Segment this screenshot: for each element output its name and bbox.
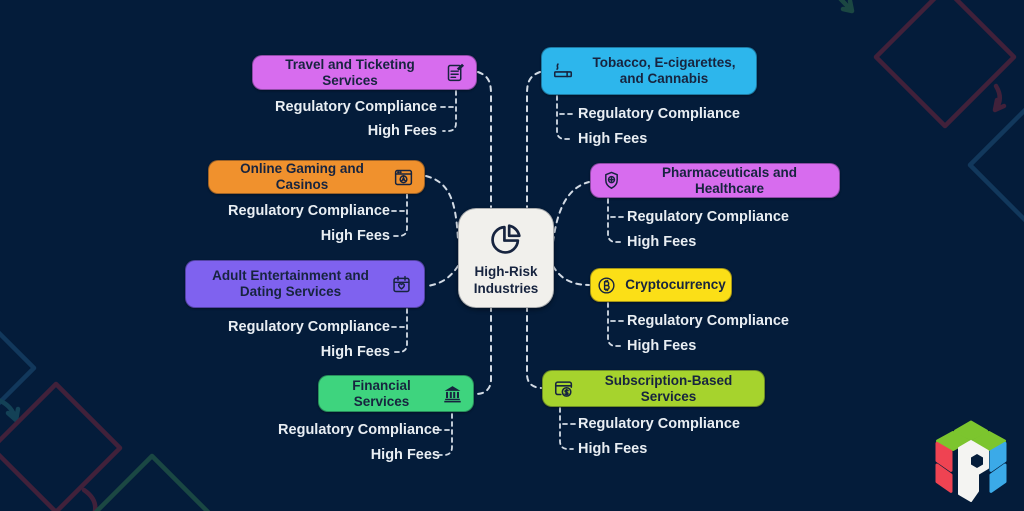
node-pharmaceuticals-healthcare[interactable]: Pharmaceuticals and Healthcare	[590, 163, 840, 198]
sub-item[interactable]: High Fees	[370, 447, 440, 463]
deco-red-diamond	[873, 0, 1017, 129]
hook-tobacco	[556, 95, 574, 140]
link-subscription	[526, 305, 542, 389]
link-tobacco	[526, 71, 541, 208]
center-node-label: High-Risk Industries	[473, 263, 539, 296]
subscription-browser-icon	[553, 378, 575, 400]
node-label: Pharmaceuticals and Healthcare	[661, 164, 798, 196]
sub-item[interactable]: High Fees	[627, 234, 697, 250]
deco-red-arrow-2	[81, 487, 98, 511]
calendar-heart-icon	[391, 274, 412, 295]
ticket-document-icon	[445, 62, 466, 83]
node-label: Travel and Ticketing Services	[285, 56, 415, 88]
sub-item[interactable]: Regulatory Compliance	[578, 106, 740, 122]
sub-item[interactable]: Regulatory Compliance	[228, 319, 390, 335]
node-travel-ticketing[interactable]: Travel and Ticketing Services	[252, 55, 477, 90]
sub-item[interactable]: High Fees	[320, 228, 390, 244]
node-cryptocurrency[interactable]: Cryptocurrency	[590, 268, 732, 302]
node-label: Financial Services	[352, 377, 411, 409]
center-node-high-risk-industries[interactable]: High-Risk Industries	[458, 208, 554, 308]
link-gaming	[425, 175, 459, 241]
sub-item[interactable]: Regulatory Compliance	[228, 203, 390, 219]
deco-blue-diamond	[967, 107, 1024, 223]
link-travel	[477, 71, 492, 208]
node-financial-services[interactable]: Financial Services	[318, 375, 474, 412]
node-tobacco-ecigarettes-cannabis[interactable]: Tobacco, E-cigarettes, and Cannabis	[541, 47, 757, 95]
deco-red-diamond-2	[0, 381, 123, 511]
node-label: Online Gaming and Casinos	[240, 161, 364, 192]
node-label: Subscription-Based Services	[604, 372, 733, 404]
deco-red-arrow	[992, 83, 1007, 113]
sub-item[interactable]: High Fees	[578, 441, 648, 457]
hook-travel	[439, 90, 457, 132]
hook-subscription	[559, 407, 577, 450]
hook-pharma	[607, 198, 625, 243]
link-crypto	[552, 265, 590, 286]
pie-chart-icon	[487, 220, 525, 258]
deco-teal-arrow	[0, 398, 21, 423]
sub-item[interactable]: Regulatory Compliance	[627, 313, 789, 329]
node-label: Cryptocurrency	[625, 277, 726, 292]
sub-item[interactable]: Regulatory Compliance	[627, 209, 789, 225]
node-online-gaming-casinos[interactable]: Online Gaming and Casinos	[208, 160, 425, 194]
node-subscription-based-services[interactable]: Subscription-Based Services	[542, 370, 765, 407]
deco-green-arrow	[838, 0, 855, 14]
link-adult	[426, 265, 459, 287]
casino-browser-icon	[393, 167, 414, 188]
deco-blue-diamond-2	[0, 330, 37, 406]
bitcoin-icon	[596, 275, 617, 296]
node-adult-entertainment-dating[interactable]: Adult Entertainment and Dating Services	[185, 260, 425, 308]
hook-crypto	[607, 302, 625, 347]
bank-icon	[442, 383, 463, 404]
deco-green-diamond	[93, 453, 211, 511]
node-label: Tobacco, E-cigarettes, and Cannabis	[592, 55, 736, 86]
hook-adult	[390, 308, 408, 353]
sub-item[interactable]: High Fees	[578, 131, 648, 147]
sub-item[interactable]: Regulatory Compliance	[578, 416, 740, 432]
sub-item[interactable]: Regulatory Compliance	[275, 99, 437, 115]
sub-item[interactable]: High Fees	[367, 123, 437, 139]
sub-item[interactable]: Regulatory Compliance	[278, 422, 440, 438]
hook-financial	[435, 413, 453, 456]
cigarette-icon	[552, 60, 574, 82]
link-financial	[473, 305, 492, 395]
hook-gaming	[390, 193, 408, 237]
medical-shield-icon	[601, 170, 622, 191]
node-label: Adult Entertainment and Dating Services	[212, 268, 369, 299]
sub-item[interactable]: High Fees	[627, 338, 697, 354]
link-pharma	[552, 181, 590, 243]
sub-item[interactable]: High Fees	[320, 344, 390, 360]
